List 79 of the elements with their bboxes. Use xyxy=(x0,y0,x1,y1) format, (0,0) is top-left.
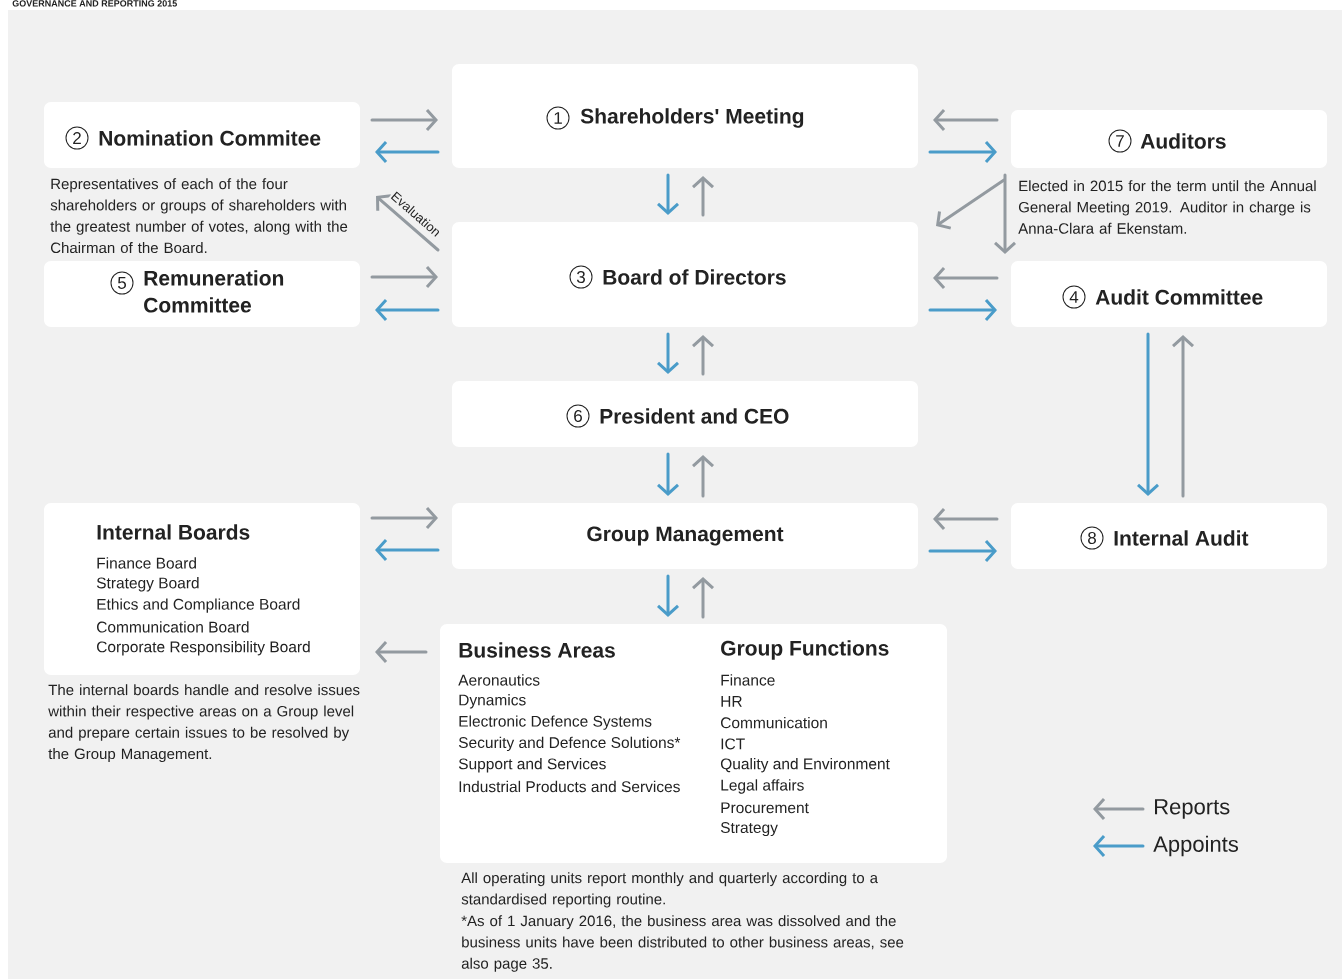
list-item: Support and Services xyxy=(458,758,606,773)
box-title: Internal Boards xyxy=(97,524,250,540)
list-item: Industrial Products and Services xyxy=(459,780,680,793)
list-item: Corporate Responsibility Board xyxy=(97,641,310,656)
arrow xyxy=(928,141,997,163)
list-item: Finance xyxy=(721,674,775,686)
list-item: HR xyxy=(721,695,742,707)
description-text: *As of 1 January 2016, the business area was dissolved and the business units have been distributed to other business areas, see also page 35. xyxy=(461,915,904,972)
arrow xyxy=(936,178,1006,230)
arrow xyxy=(933,267,999,289)
list-item: Aeronautics xyxy=(458,674,540,686)
box-title: Auditors xyxy=(1140,133,1226,149)
box-title: Internal Audit xyxy=(1114,530,1249,546)
list-item: Strategy Board xyxy=(96,577,199,592)
arrow xyxy=(370,109,438,131)
list-item: ICT xyxy=(721,738,745,750)
arrow xyxy=(657,173,679,215)
list-item: Procurement xyxy=(721,802,809,814)
arrow xyxy=(933,508,999,530)
list-item: Finance Board xyxy=(97,557,196,569)
box-title: Remuneration Committee xyxy=(144,270,284,313)
description-text: All operating units report monthly and quarterly according to a standardised reporting routine. xyxy=(461,872,878,908)
page-title: GOVERNANCE AND REPORTING 2015 xyxy=(12,0,177,7)
column-title: Group Functions xyxy=(721,640,889,660)
legend-text: Reports xyxy=(1155,799,1230,819)
arrow xyxy=(375,641,428,663)
org-box xyxy=(452,64,918,168)
step-number: 8 xyxy=(1080,526,1104,550)
arrow xyxy=(375,299,440,321)
arrow xyxy=(692,577,714,619)
arrow xyxy=(657,452,679,496)
box-title: Shareholders' Meeting xyxy=(580,108,804,128)
list-item: Strategy xyxy=(720,822,778,837)
org-box xyxy=(44,261,360,327)
arrow xyxy=(1137,332,1159,496)
arrow xyxy=(370,266,438,288)
arrow xyxy=(933,109,999,131)
box-title: Board of Directors xyxy=(603,269,786,285)
org-box xyxy=(1011,503,1327,569)
org-box xyxy=(452,222,918,327)
step-number: 3 xyxy=(569,265,593,289)
list-item: Dynamics xyxy=(459,694,526,709)
box-title: Nomination Commitee xyxy=(99,130,321,146)
description-text: Elected in 2015 for the term until the Annual General Meeting 2019. Auditor in charge is Anna-Clara af Ekenstam. xyxy=(1018,180,1316,234)
step-number: 4 xyxy=(1062,285,1086,309)
arrow xyxy=(657,574,679,617)
list-item: Ethics and Compliance Board xyxy=(97,598,300,613)
arrow xyxy=(928,299,997,321)
list-item: Communication Board xyxy=(97,621,249,633)
box-title: Group Management xyxy=(587,526,784,546)
list-item: Communication xyxy=(721,716,827,729)
arrow xyxy=(370,507,438,529)
list-item: Electronic Defence Systems xyxy=(459,715,652,730)
box-title: President and CEO xyxy=(600,408,789,424)
arrow xyxy=(1172,335,1194,498)
legend-text: Appoints xyxy=(1153,835,1238,857)
box-title: Audit Committee xyxy=(1095,289,1263,305)
list-item: Legal affairs xyxy=(721,779,804,794)
arrow xyxy=(994,173,1016,254)
arrow xyxy=(375,539,440,561)
step-number: 7 xyxy=(1108,129,1132,153)
list-item: Quality and Environment xyxy=(720,758,890,773)
arrow xyxy=(376,194,440,252)
org-box xyxy=(1011,261,1327,327)
step-number: 1 xyxy=(546,106,570,130)
arrow xyxy=(692,455,714,498)
description-text: The internal boards handle and resolve issues within their respective areas on a Group level and prepare certain issues to be resolved by the Group Management. xyxy=(48,684,360,763)
arrow xyxy=(928,540,997,562)
description-text: Representatives of each of the four shareholders or groups of shareholders with the greatest number of votes, along with the Chairman of the Board. xyxy=(50,178,348,254)
list-item: Security and Defence Solutions* xyxy=(458,736,681,752)
arrow xyxy=(657,332,679,374)
step-number: 6 xyxy=(566,404,590,428)
org-box xyxy=(452,381,918,447)
arrow xyxy=(375,141,440,163)
arrow xyxy=(692,335,714,376)
arrow xyxy=(692,176,714,217)
step-number: 2 xyxy=(65,126,89,150)
column-title: Business Areas xyxy=(459,642,615,658)
step-number: 5 xyxy=(110,271,134,295)
